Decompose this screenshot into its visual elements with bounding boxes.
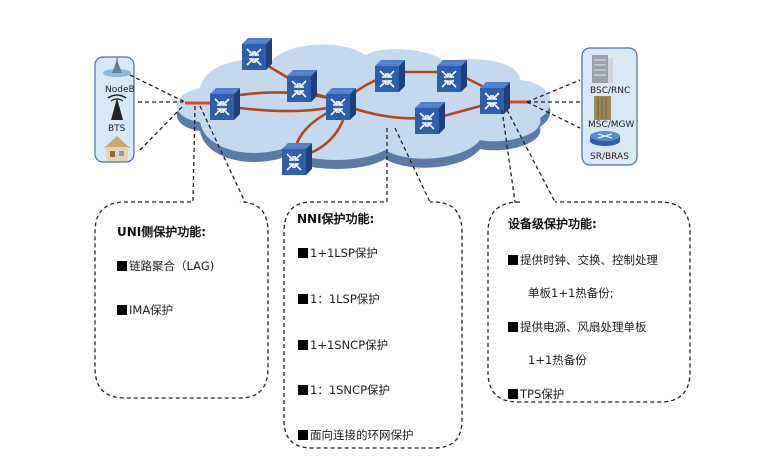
bullet-icon (298, 430, 308, 440)
house-icon (104, 136, 130, 161)
sr-bras-label: SR/BRAS (590, 152, 629, 162)
bullet-icon (298, 294, 308, 304)
nni-item-text: 1+1SNCP保护 (310, 338, 389, 352)
device-item: TPS保护 (508, 386, 564, 402)
bsc-rnc-server-icon (592, 55, 613, 83)
bullet-icon (298, 385, 308, 395)
callout-lines (94, 74, 691, 449)
nodeb-antenna-icon (103, 58, 131, 77)
device-panel-title: 设备级保护功能: (508, 217, 597, 231)
bullet-icon (508, 255, 518, 265)
device-item-cont: 1+1热备份 (528, 353, 587, 367)
switch-router-icon (436, 59, 468, 93)
device-item: 提供电源、风扇处理单板 (508, 319, 647, 335)
bts-tower-icon (107, 94, 127, 120)
uni-item: IMA保护 (117, 302, 173, 318)
device-item-text: 提供电源、风扇处理单板 (520, 320, 647, 334)
nni-item-text: 面向连接的环网保护 (310, 428, 414, 442)
uni-item: 链路聚合（LAG) (117, 258, 214, 274)
nni-item: 1+1SNCP保护 (298, 337, 388, 353)
nni-item: 1：1LSP保护 (298, 291, 380, 307)
nni-item-text: 1：1SNCP保护 (310, 383, 390, 397)
bullet-icon (117, 305, 127, 315)
msc-mgw-label: MSC/MGW (588, 120, 635, 130)
switch-router-icon (374, 59, 406, 93)
bullet-icon (117, 261, 127, 271)
router-icon (590, 131, 620, 146)
bts-label: BTS (108, 124, 126, 134)
nni-panel-title: NNI保护功能: (297, 212, 375, 226)
device-item-text: 提供时钟、交换、控制处理 (520, 253, 658, 267)
bullet-icon (298, 340, 308, 350)
bsc-rnc-label: BSC/RNC (590, 86, 631, 96)
nni-item: 1：1SNCP保护 (298, 382, 390, 398)
device-item-cont: 单板1+1热备份; (528, 286, 614, 300)
switch-router-icon (414, 101, 446, 135)
switch-router-icon (241, 37, 273, 71)
device-item: 提供时钟、交换、控制处理 (508, 252, 658, 268)
nodeb-label: NodeB (105, 85, 135, 95)
bullet-icon (298, 248, 308, 258)
nni-item-text: 1+1LSP保护 (310, 246, 378, 260)
uni-panel-title: UNI侧保护功能: (117, 225, 207, 239)
switch-router-icon (479, 81, 511, 115)
nni-item: 1+1LSP保护 (298, 245, 378, 261)
bullet-icon (508, 322, 518, 332)
switch-router-icon (325, 87, 357, 121)
uni-item-text: IMA保护 (129, 303, 174, 317)
switch-router-icon (286, 69, 318, 103)
uni-item-text: 链路聚合（LAG) (129, 259, 215, 273)
nni-item: 面向连接的环网保护 (298, 427, 414, 443)
device-item-text: TPS保护 (520, 387, 565, 401)
bullet-icon (508, 389, 518, 399)
msc-mgw-rack-icon (594, 96, 611, 120)
switch-router-icon (281, 142, 313, 176)
nni-item-text: 1：1LSP保护 (310, 292, 380, 306)
switch-router-icon (209, 87, 241, 121)
